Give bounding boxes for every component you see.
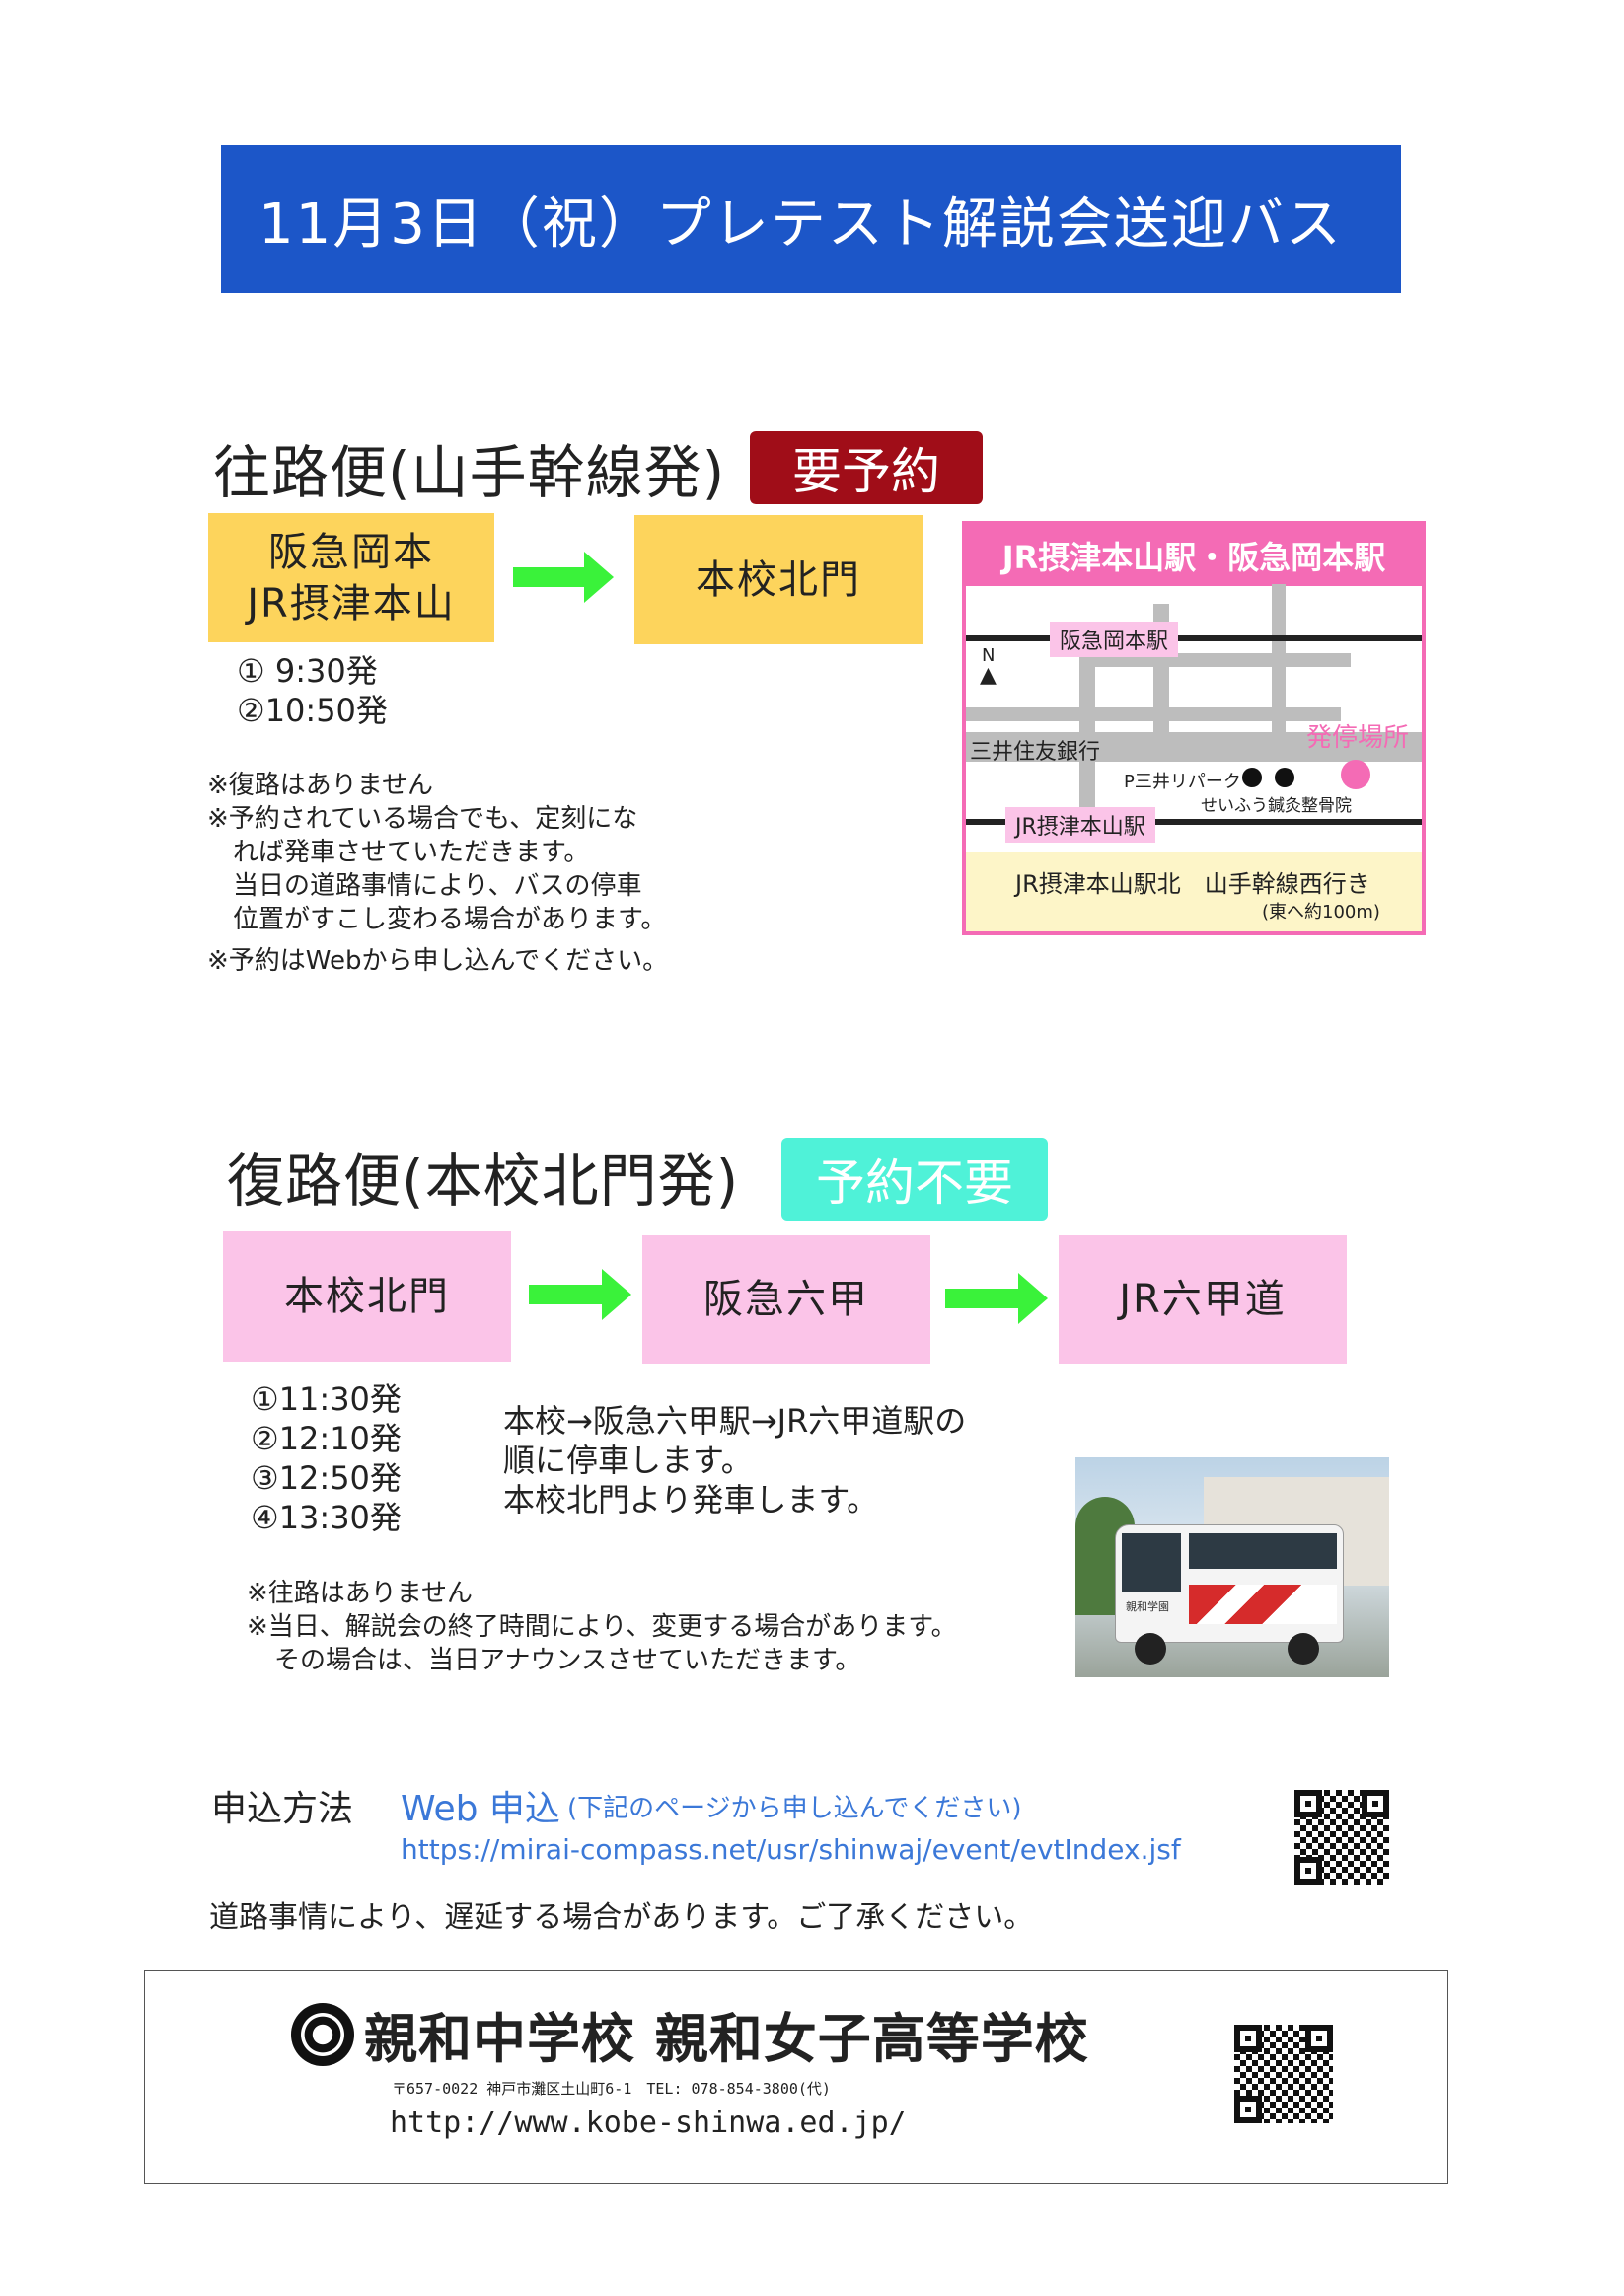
apply-method-note: (下記のページから申し込んでください) (567, 1794, 1022, 1823)
map-footer: JR摂津本山駅北 山手幹線西行き (東へ約100m) (966, 852, 1422, 931)
bus-livery (1189, 1585, 1337, 1624)
note-line: ※復路はありません (207, 771, 434, 800)
description-line: 本校→阪急六甲駅→JR六甲道駅の (503, 1402, 967, 1440)
arrow-right-icon (945, 1273, 1048, 1324)
page-title-banner: 11月3日（祝）プレテスト解説会送迎バス (221, 145, 1401, 293)
return-time: ②12:10発 (251, 1420, 402, 1457)
bus-wheel-icon (1135, 1633, 1166, 1665)
school-footer: 親和中学校 親和女子高等学校 〒657-0022 神戸市灘区土山町6-1 TEL… (144, 1970, 1448, 2184)
bus-body-image: 親和学園 (1115, 1524, 1344, 1643)
outbound-time: ① 9:30発 (237, 652, 378, 690)
school-url-link[interactable]: http://www.kobe-shinwa.ed.jp/ (390, 2106, 907, 2140)
no-reservation-badge: 予約不要 (781, 1138, 1048, 1221)
apply-url-link[interactable]: https://mirai-compass.net/usr/shinwaj/ev… (401, 1833, 1181, 1866)
note-line: 位置がすこし変わる場合があります。 (233, 905, 667, 934)
origin-line-1: 阪急岡本 (268, 529, 434, 575)
arrow-right-icon (529, 1269, 631, 1320)
road-vertical (1079, 762, 1095, 811)
return-time: ④13:30発 (251, 1499, 402, 1536)
clinic-label: せいふう鍼灸整骨院 (1201, 796, 1352, 816)
return-title: 復路便(本校北門発) (227, 1148, 740, 1215)
road-horizontal (966, 707, 1341, 721)
note-line: ※予約されている場合でも、定刻にな (207, 804, 638, 834)
qr-eye (1294, 1790, 1322, 1817)
return-time: ①11:30発 (251, 1380, 402, 1418)
apply-method: Web 申込 (401, 1789, 560, 1829)
clinic-marker-icon (1275, 768, 1294, 787)
access-map: JR摂津本山駅・阪急岡本駅 阪急岡本駅 N ▲ 三井住友銀行 発停場所 P三井リ… (962, 521, 1426, 935)
return-stop-box: 本校北門 (223, 1231, 511, 1362)
hankyu-railway (966, 635, 1422, 641)
return-times: ①11:30発 ②12:10発 ③12:50発 ④13:30発 (251, 1379, 402, 1537)
outbound-time: ②10:50発 (237, 692, 388, 729)
note-line: ※当日、解説会の終了時間により、変更する場合があります。 (247, 1612, 957, 1642)
description-line: 順に停車します。 (503, 1442, 753, 1479)
outbound-origin-box: 阪急岡本 JR摂津本山 (208, 513, 494, 642)
bus-wheel-icon (1288, 1633, 1319, 1665)
map-footer-sub: (東へ約100m) (1262, 902, 1380, 923)
note-line: 当日の道路事情により、バスの停車 (233, 871, 642, 901)
description-line: 本校北門より発車します。 (503, 1481, 879, 1518)
school-qr-code-icon[interactable] (1234, 2025, 1333, 2123)
qr-eye (1362, 1790, 1389, 1817)
outbound-title: 往路便(山手幹線発) (213, 439, 726, 506)
school-address: 〒657-0022 神戸市灘区土山町6-1 TEL: 078-854-3800(… (392, 2080, 831, 2098)
north-arrow-icon: ▲ (980, 663, 997, 688)
qr-eye (1305, 2025, 1333, 2052)
page-title: 11月3日（祝）プレテスト解説会送迎バス (258, 191, 1343, 257)
reservation-required-badge: 要予約 (750, 431, 983, 504)
qr-eye (1234, 2096, 1262, 2123)
jr-railway (966, 819, 1422, 825)
destination-label: 本校北門 (696, 556, 861, 603)
bus-sign: 親和学園 (1126, 1600, 1169, 1613)
school-name: 親和中学校 親和女子高等学校 (364, 2008, 1089, 2070)
note-line: ※往路はありません (247, 1579, 474, 1608)
bus-photo: 親和学園 (1075, 1457, 1389, 1677)
road-yamate (966, 732, 1422, 762)
stop-label: 発停場所 (1306, 723, 1410, 753)
bus-stop-marker-icon (1341, 760, 1370, 789)
return-description: 本校→阪急六甲駅→JR六甲道駅の 順に停車します。 本校北門より発車します。 (503, 1401, 966, 1519)
stop-label: JR六甲道 (1119, 1277, 1287, 1322)
note-line: ※予約はWebから申し込んでください。 (207, 946, 669, 976)
school-crest-icon (291, 2003, 354, 2066)
outbound-notes: ※復路はありません ※予約されている場合でも、定刻にな れば発車させていただきま… (207, 769, 668, 978)
note-line: その場合は、当日アナウンスさせていただきます。 (274, 1646, 861, 1675)
bus-windows (1189, 1533, 1337, 1569)
outbound-times: ① 9:30発 ②10:50発 (237, 651, 388, 730)
bus-windshield (1122, 1533, 1181, 1592)
return-time: ③12:50発 (251, 1459, 402, 1497)
bank-label: 三井住友銀行 (970, 740, 1101, 765)
qr-eye (1294, 1857, 1322, 1885)
north-label: N (982, 645, 996, 666)
apply-label: 申込方法 (211, 1789, 354, 1829)
qr-eye (1234, 2025, 1262, 2052)
map-footer-line: JR摂津本山駅北 山手幹線西行き (1015, 870, 1370, 898)
hankyu-station-label: 阪急岡本駅 (1050, 622, 1179, 657)
apply-qr-code-icon[interactable] (1294, 1790, 1389, 1885)
jr-station-label: JR摂津本山駅 (1005, 807, 1155, 843)
stop-label: 本校北門 (284, 1274, 450, 1319)
return-stop-box: 阪急六甲 (642, 1235, 930, 1364)
note-line: れば発車させていただきます。 (233, 838, 590, 867)
stop-label: 阪急六甲 (703, 1277, 869, 1322)
parking-label: P三井リパーク (1124, 772, 1241, 792)
origin-line-2: JR摂津本山 (247, 580, 456, 627)
delay-note: 道路事情により、遅延する場合があります。ご了承ください。 (209, 1900, 1034, 1935)
return-stop-box: JR六甲道 (1059, 1235, 1347, 1364)
outbound-destination-box: 本校北門 (634, 515, 923, 644)
road-vertical (1272, 584, 1286, 742)
return-notes: ※往路はありません ※当日、解説会の終了時間により、変更する場合があります。 そ… (247, 1577, 957, 1677)
parking-marker-icon (1242, 768, 1262, 787)
map-header: JR摂津本山駅・阪急岡本駅 (966, 525, 1422, 586)
arrow-right-icon (513, 552, 614, 603)
